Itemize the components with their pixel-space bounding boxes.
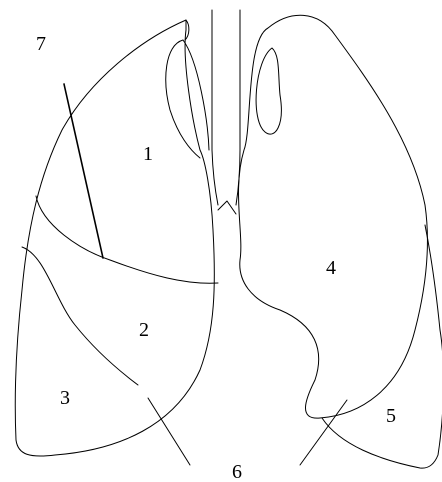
oblique-fissure-right [22,247,138,385]
right-lung-outline [15,20,214,456]
trachea-wall-left [212,10,218,205]
pointer-6-right [300,400,347,465]
label-4: 4 [326,257,336,279]
label-6: 6 [232,461,242,482]
label-3: 3 [60,387,70,409]
label-2: 2 [139,319,149,341]
left-hilum-contour [256,48,281,134]
label-7: 7 [36,33,46,55]
trachea [212,10,240,214]
horizontal-fissure [36,196,218,283]
pointer-6-left [148,398,190,465]
left-lung-outline [239,15,428,418]
pointer-7 [64,84,103,258]
label-5: 5 [386,405,396,427]
left-lower-lobe-outline [322,225,442,468]
label-1: 1 [143,143,153,165]
right-hilum-contour [166,40,200,158]
right-lung [15,20,218,456]
left-lung [239,15,442,468]
carina [218,201,236,214]
